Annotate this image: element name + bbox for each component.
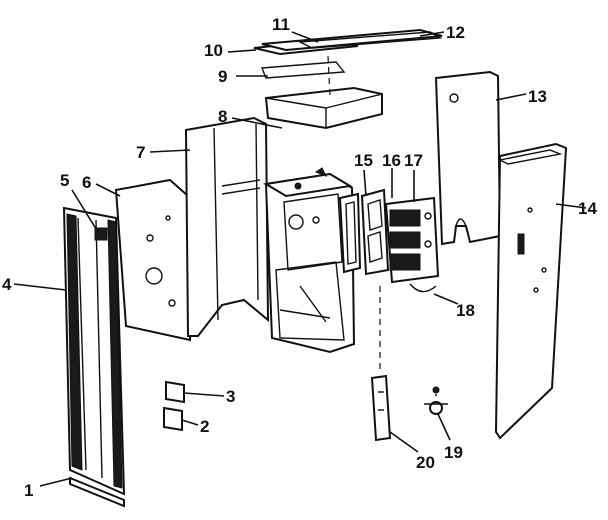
part-17-burner-elements — [384, 196, 440, 284]
callout-4: 4 — [2, 275, 12, 294]
callout-6: 6 — [82, 173, 91, 192]
callout-8: 8 — [218, 107, 227, 126]
callout-10: 10 — [204, 41, 223, 60]
part-12-top-trim — [297, 31, 443, 49]
callout-17: 17 — [404, 151, 423, 170]
callout-13: 13 — [528, 87, 547, 106]
part-9-top-box — [260, 61, 383, 130]
callout-1: 1 — [24, 481, 33, 500]
part-19-valve — [424, 386, 448, 415]
alignment-lines — [327, 55, 381, 372]
callout-2: 2 — [200, 417, 209, 436]
callout-16: 16 — [382, 151, 401, 170]
part-14-side-panel — [494, 142, 568, 440]
callout-3: 3 — [226, 387, 235, 406]
leader-lines — [13, 31, 587, 487]
part-13-rear-cover — [434, 70, 502, 246]
callout-5: 5 — [60, 171, 69, 190]
callout-11: 11 — [272, 15, 290, 34]
part-18-clip — [409, 283, 437, 293]
callout-18: 18 — [456, 301, 475, 320]
part-3-plate — [165, 380, 185, 404]
part-20-small-panel — [370, 374, 392, 442]
callout-14: 14 — [578, 199, 597, 218]
part-2-plate — [163, 406, 183, 432]
callout-20: 20 — [416, 453, 435, 472]
part-7-back-frame — [184, 116, 270, 337]
part-16-heat-exchanger — [360, 188, 390, 276]
part-6-side-panel — [114, 178, 192, 342]
callout-12: 12 — [446, 23, 465, 42]
part-1-base-strip — [69, 476, 125, 508]
callout-7: 7 — [136, 143, 145, 162]
part-15-gasket — [338, 192, 362, 274]
burner-assembly — [263, 167, 356, 354]
callout-15: 15 — [354, 151, 373, 170]
callout-9: 9 — [218, 67, 227, 86]
part-4-front-panel — [62, 206, 126, 496]
callout-19: 19 — [444, 443, 463, 462]
